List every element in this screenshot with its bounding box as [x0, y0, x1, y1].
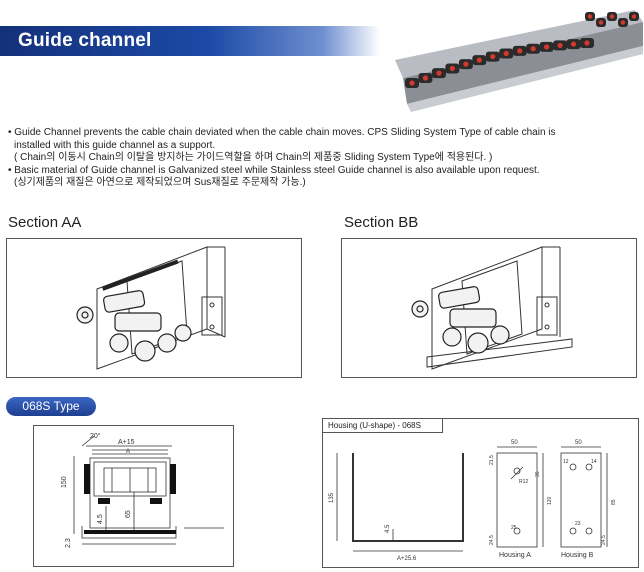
chain-link-pin	[422, 75, 429, 81]
hero-chain-illustration	[395, 10, 643, 112]
description-block: • Guide Channel prevents the cable chain…	[8, 127, 638, 190]
housing-b-dim-2: 85	[611, 499, 617, 505]
chain-link-pin	[476, 57, 482, 63]
chain-link-pin	[620, 20, 626, 25]
housing-b-label: Housing B	[561, 552, 594, 559]
housing-a-dim-5: R12	[519, 479, 528, 485]
housing-a-dim-3: 24.5	[489, 535, 495, 545]
section-bb-drawing	[411, 246, 573, 370]
chain-links	[405, 12, 639, 88]
chain-link-pin	[490, 53, 496, 60]
chain-link-pin	[631, 14, 637, 19]
section-aa-drawing	[76, 246, 226, 370]
housing-b-dim-1: 14	[591, 459, 597, 465]
title-bar	[0, 26, 380, 56]
bullet-line-1: • Guide Channel prevents the cable chain…	[8, 127, 556, 138]
housing-panel: Housing (U-shape) - 068S 135 4.5 A+25.6 …	[322, 418, 639, 568]
chain-link-pin	[598, 20, 604, 25]
section-bb-label: Section BB	[344, 214, 419, 231]
housing-drawing: 135 4.5 A+25.6 50 21.5 35 25 24.5 120 R1…	[329, 440, 617, 562]
section-aa-panel	[6, 238, 302, 378]
chain-link-pin	[544, 44, 550, 50]
dim-h2: 65	[125, 510, 132, 518]
housing-b-dim-0: 12	[563, 459, 569, 465]
housing-height: 135	[329, 492, 335, 503]
dim-h3: 4.5	[97, 514, 104, 524]
dim-bottom: 2.3	[65, 538, 72, 548]
section-bb-panel	[341, 238, 637, 378]
chain-link-pin	[449, 65, 455, 72]
housing-title: Housing (U-shape) - 068S	[323, 419, 443, 433]
housing-a-dim-4: 120	[547, 496, 553, 505]
chain-link-pin	[557, 42, 563, 49]
bullet-line-3: ( Chain의 이동시 Chain의 이탈을 방지하는 가이드역할을 하며 C…	[14, 152, 493, 164]
housing-b-dim-4: 24.5	[601, 535, 607, 545]
bullet-line-5: (싱기제품의 재질은 아연으로 제작되었으며 Sus재질로 주문제작 가능.)	[14, 177, 306, 189]
chain-link-pin	[530, 46, 536, 52]
dim-height: 150	[61, 476, 68, 488]
chain-link-pin	[570, 41, 577, 47]
chain-link-pin	[409, 80, 415, 86]
housing-b-dim-3: 23	[575, 521, 581, 527]
section-aa-label: Section AA	[8, 214, 82, 231]
chain-link-pin	[584, 40, 590, 46]
chain-link-pin	[587, 14, 593, 19]
housing-a-dim-2: 25	[511, 525, 517, 531]
housing-a-width: 50	[511, 440, 518, 446]
chain-link-pin	[609, 14, 615, 19]
housing-a-dim-1: 35	[535, 471, 541, 477]
housing-inner: 4.5	[385, 524, 391, 533]
type-badge: 068S Type	[6, 397, 96, 416]
housing-b-width: 50	[575, 440, 582, 446]
bullet-line-2: installed with this guide channel as a s…	[14, 139, 216, 151]
dim-inner-width: A	[126, 449, 130, 455]
chain-link-pin	[436, 70, 442, 76]
dimension-drawing-panel: A+15 A 20° 150 65 4.5 2.3	[33, 425, 234, 567]
housing-a-label: Housing A	[499, 552, 531, 559]
chain-link-pin	[463, 61, 469, 67]
page-title: Guide channel	[18, 30, 152, 51]
chain-link-pin	[517, 48, 523, 54]
bullet-line-4: • Basic material of Guide channel is Gal…	[8, 164, 540, 176]
dim-angle: 20°	[90, 432, 101, 440]
chain-link-pin	[503, 50, 509, 57]
housing-width: A+25.6	[397, 556, 417, 562]
dimension-drawing: A+15 A 20° 150 65 4.5 2.3	[61, 432, 224, 548]
housing-a-dim-0: 21.5	[489, 455, 495, 465]
dim-top-width: A+15	[118, 439, 135, 446]
